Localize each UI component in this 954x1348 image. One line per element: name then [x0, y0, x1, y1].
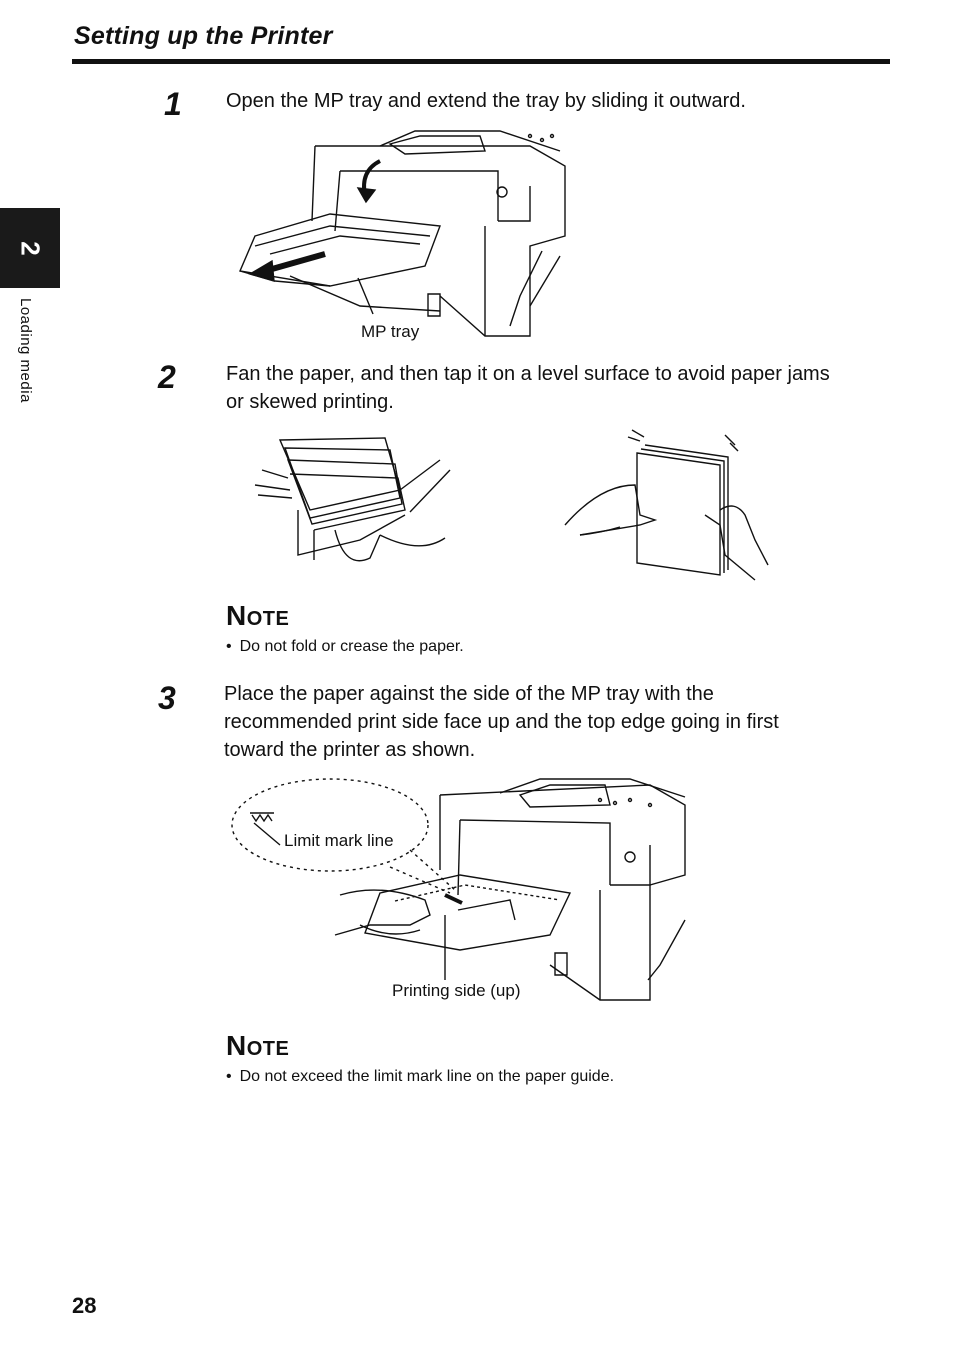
note-2-text: Do not exceed the limit mark line on the…	[226, 1068, 614, 1086]
note-1-text: Do not fold or crease the paper.	[226, 638, 464, 656]
note-2-title: Note	[226, 1030, 290, 1061]
note-1-title: Note	[226, 600, 290, 631]
fig3-limit-mark-label: Limit mark line	[284, 831, 394, 850]
fanning-paper-illustration	[250, 430, 450, 570]
step-3-text-line2: recommended print side face up and the t…	[224, 711, 779, 733]
printer-mp-tray-illustration	[230, 126, 570, 346]
step-2-text-line1: Fan the paper, and then tap it on a leve…	[226, 363, 830, 385]
tapping-paper-illustration	[560, 425, 775, 580]
step-2-text-line2: or skewed printing.	[226, 391, 394, 413]
step-2-number: 2	[158, 359, 176, 395]
page-number: 28	[72, 1293, 97, 1318]
step-1-number: 1	[164, 86, 182, 122]
chapter-tab: 2	[0, 208, 60, 288]
page-header-title: Setting up the Printer	[74, 22, 333, 50]
chapter-label: Loading media	[17, 298, 34, 403]
step-3-text-line3: toward the printer as shown.	[224, 739, 476, 761]
chapter-number: 2	[15, 240, 46, 256]
fig3-printing-side-label: Printing side (up)	[392, 981, 521, 1000]
step-3-number: 3	[158, 680, 176, 716]
fig1-mp-tray-label: MP tray	[361, 322, 420, 341]
load-paper-mp-tray-illustration	[230, 775, 690, 1010]
header-rule	[72, 59, 890, 64]
step-1-text: Open the MP tray and extend the tray by …	[226, 90, 746, 112]
step-3-text-line1: Place the paper against the side of the …	[224, 683, 714, 705]
